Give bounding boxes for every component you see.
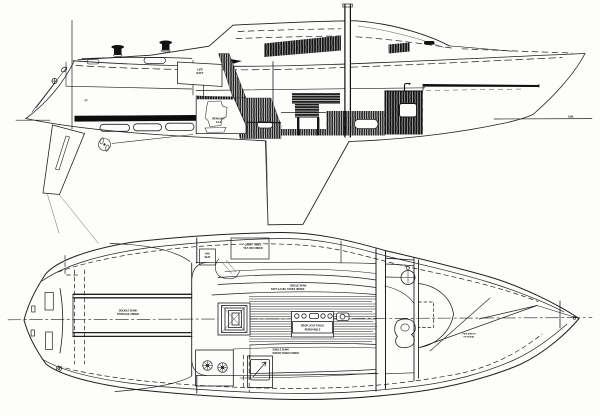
svg-text:DROP LEAF TABLE: DROP LEAF TABLE bbox=[301, 325, 325, 328]
svg-text:LWL: LWL bbox=[568, 114, 574, 118]
svg-text:4'7: 4'7 bbox=[84, 99, 88, 103]
svg-text:PIPE BERTH: PIPE BERTH bbox=[462, 334, 476, 336]
svg-text:RAFT: RAFT bbox=[196, 71, 204, 75]
svg-text:BATT & FUEL TANKS UNDER: BATT & FUEL TANKS UNDER bbox=[271, 288, 305, 291]
svg-text:NAV: NAV bbox=[205, 253, 210, 256]
svg-text:STORAGE UNDER: STORAGE UNDER bbox=[117, 313, 139, 316]
svg-text:SEAT: SEAT bbox=[205, 256, 212, 259]
svg-text:SINGLE BUNK: SINGLE BUNK bbox=[273, 349, 290, 352]
svg-text:14-2: 14-2 bbox=[216, 120, 222, 124]
svg-text:TILT, BIN UNDER: TILT, BIN UNDER bbox=[243, 247, 262, 250]
svg-text:RENAULT: RENAULT bbox=[212, 117, 225, 121]
svg-text:WATER TANKS UNDER: WATER TANKS UNDER bbox=[273, 352, 300, 355]
svg-text:REMOVABLE: REMOVABLE bbox=[305, 329, 321, 332]
svg-text:SINGLE BUNK: SINGLE BUNK bbox=[290, 285, 307, 288]
svg-text:DOUBLE BUNK: DOUBLE BUNK bbox=[119, 310, 138, 313]
svg-text:OPTIONAL: OPTIONAL bbox=[463, 336, 475, 339]
svg-text:CHART TABLE: CHART TABLE bbox=[245, 244, 262, 247]
svg-text:LIFE: LIFE bbox=[197, 68, 203, 72]
